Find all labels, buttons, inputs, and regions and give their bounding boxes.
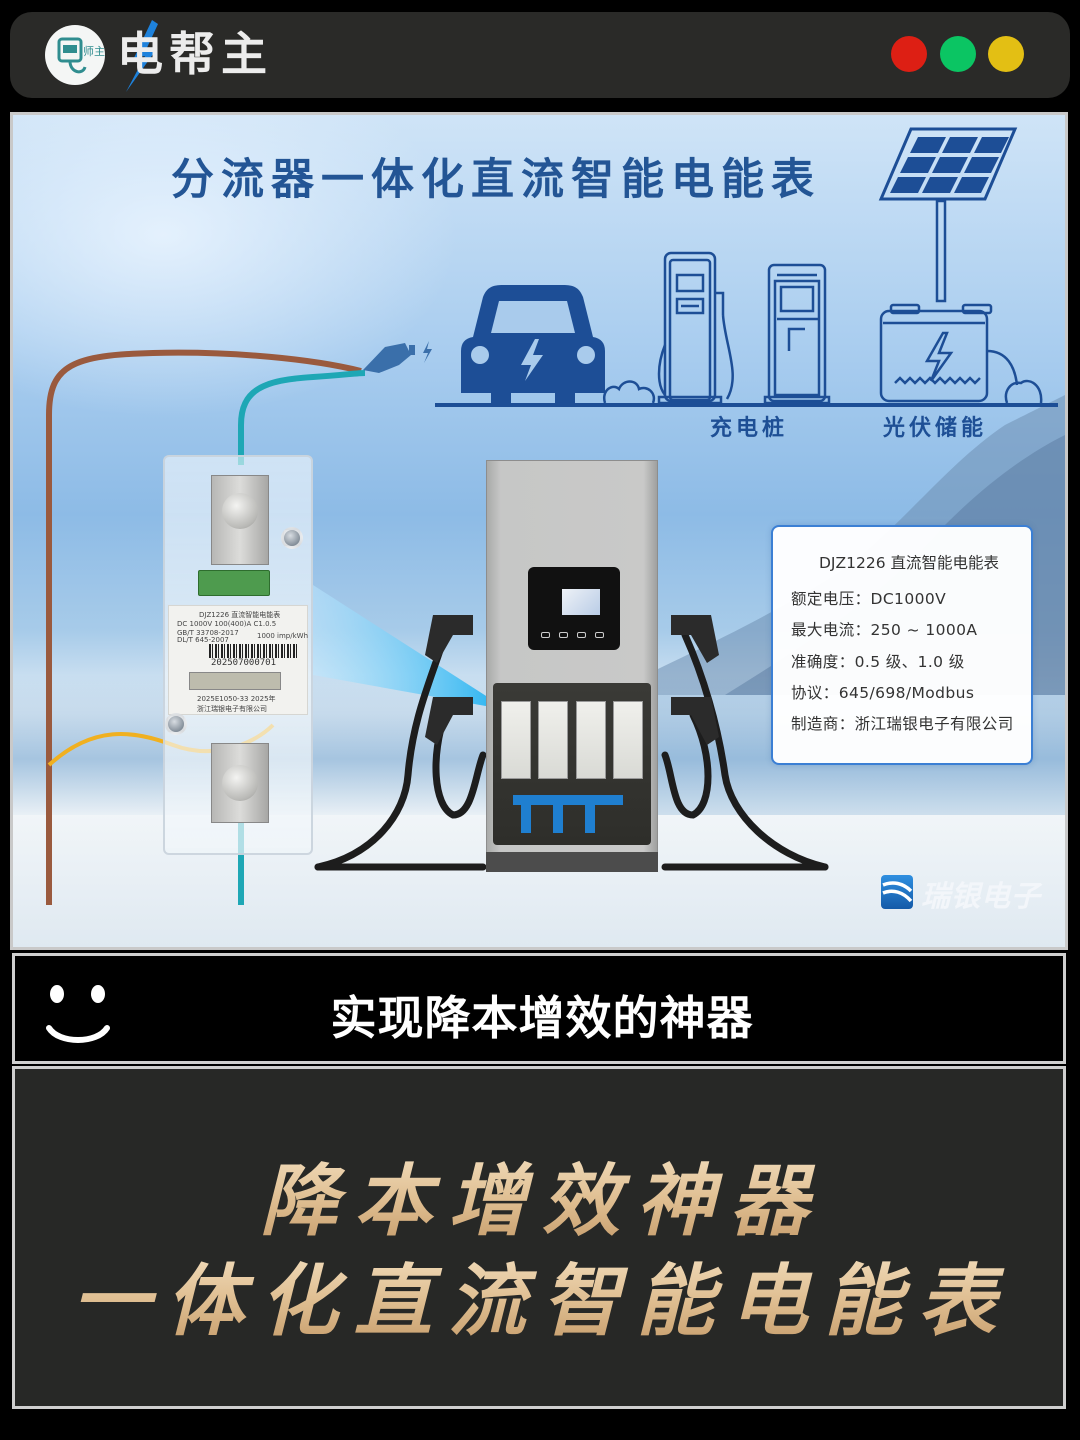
app-logo-icon: 师主 — [45, 25, 105, 85]
window-minimize-button[interactable] — [988, 36, 1024, 72]
caption-text: 实现降本增效的神器 — [330, 991, 754, 1045]
headline-panel: 降本增效神器 一体化直流智能电能表 — [12, 1066, 1066, 1409]
headline-line-1: 降本增效神器 — [15, 1139, 1069, 1251]
panel-title: 分流器一体化直流智能电能表 — [171, 155, 821, 205]
zoom-callout-beam — [313, 585, 508, 710]
label-pv-storage: 光伏储能 — [883, 416, 988, 441]
terminal-block — [198, 570, 270, 596]
meter-serial-number: 202507000701 — [211, 658, 277, 668]
meter-nameplate: DJZ1226 直流智能电能表 DC 1000V 100(400)A C1.0.… — [168, 605, 308, 715]
charger-button-3 — [577, 632, 586, 638]
ruiyin-logo-icon — [881, 875, 913, 909]
top-screw — [281, 527, 303, 549]
window-maximize-button[interactable] — [940, 36, 976, 72]
charger-button-1 — [541, 632, 550, 638]
charger-button-2 — [559, 632, 568, 638]
top-bolt — [222, 493, 258, 529]
spec-accuracy: 准确度：0.5 级、1.0 级 — [791, 653, 965, 671]
charging-plug-icon — [363, 341, 432, 373]
charging-pile-base — [486, 852, 658, 872]
brand-name: 电帮主 — [117, 27, 273, 81]
barcode — [209, 644, 297, 658]
charging-cables — [314, 615, 829, 871]
spec-card: DJZ1226 直流智能电能表 额定电压：DC1000V 最大电流：250 ~ … — [771, 525, 1033, 765]
window-close-button[interactable] — [891, 36, 927, 72]
label-charging-pile: 充电桩 — [710, 416, 789, 441]
spec-rated-voltage: 额定电压：DC1000V — [791, 590, 947, 608]
spec-title: DJZ1226 直流智能电能表 — [819, 554, 999, 572]
solar-panel-icon — [878, 127, 1018, 303]
headline-line-2: 一体化直流智能电能表 — [15, 1239, 1069, 1351]
smiley-icon — [46, 985, 110, 1043]
charging-pile-icon-2 — [763, 263, 831, 405]
bottom-screw — [165, 713, 187, 735]
caption-bar: 实现降本增效的神器 — [12, 953, 1066, 1064]
bottom-bolt — [222, 765, 258, 801]
battery-storage-icon — [879, 303, 1043, 404]
spec-manufacturer: 制造商：浙江瑞银电子有限公司 — [791, 715, 1014, 733]
charging-pile-lcd — [562, 589, 600, 615]
meter-lcd-display — [189, 672, 281, 690]
charger-button-4 — [595, 632, 604, 638]
spec-max-current: 最大电流：250 ~ 1000A — [791, 621, 978, 639]
spec-protocol: 协议：645/698/Modbus — [791, 684, 975, 702]
svg-text:师主: 师主 — [83, 45, 105, 58]
product-image-panel: 分流器一体化直流智能电能表 — [10, 112, 1068, 950]
lightning-bolt-icon — [126, 20, 158, 92]
electric-car-icon — [461, 285, 605, 405]
top-busbar — [211, 475, 269, 565]
charging-pile-icon-1 — [657, 251, 734, 405]
internal-meter-window — [493, 683, 651, 845]
